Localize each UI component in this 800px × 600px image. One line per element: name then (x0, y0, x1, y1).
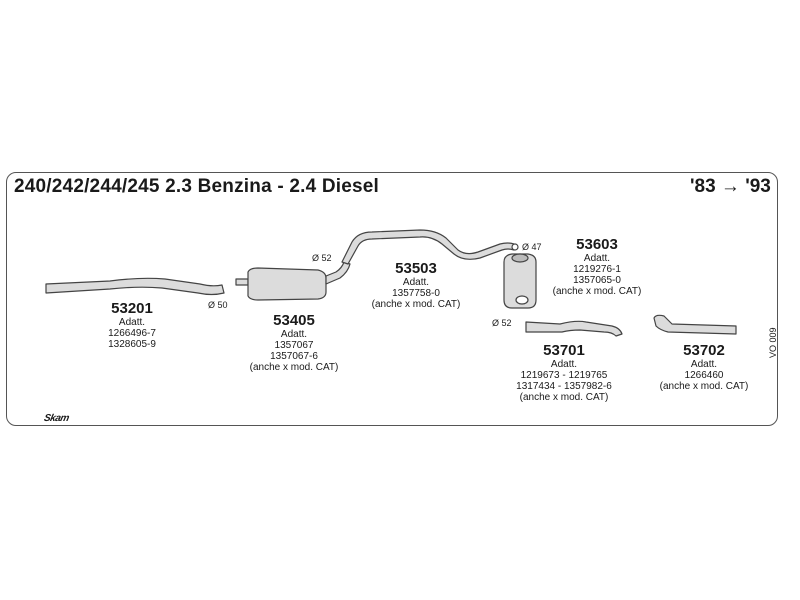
part-ref-line: (anche x mod. CAT) (659, 381, 749, 392)
part-ref-line: Adatt. (118, 317, 146, 328)
part-53503-pipe (341, 229, 515, 265)
part-53201-pipe (45, 277, 225, 296)
part-ref-line: 1357065-0 (573, 275, 621, 286)
part-ref-line: Adatt. (690, 359, 718, 370)
part-ref-line: Adatt. (402, 277, 430, 288)
part-ref-line: 1317434 - 1357982-6 (516, 381, 612, 392)
diagram-frame (6, 172, 778, 426)
diameter-47-label: Ø 47 (522, 242, 542, 252)
model-years: '83 → '93 (690, 176, 771, 197)
part-number: 53603 (576, 236, 618, 253)
part-ref-line: Adatt. (280, 329, 308, 340)
part-53603-label: 53603 Adatt. 1219276-1 1357065-0 (anche … (544, 236, 650, 297)
part-ref-line: Adatt. (550, 359, 578, 370)
part-53603-silencer (503, 253, 537, 309)
part-number: 53702 (683, 342, 725, 359)
part-53702-label: 53702 Adatt. 1266460 (anche x mod. CAT) (650, 342, 758, 392)
part-53603-outlet (515, 295, 529, 305)
part-ref-line: 1266496-7 (108, 328, 156, 339)
diameter-50-label: Ø 50 (208, 300, 228, 310)
part-number: 53405 (273, 312, 315, 329)
part-53701-label: 53701 Adatt. 1219673 - 1219765 1317434 -… (500, 342, 628, 403)
catalog-code: VO 009 (768, 327, 778, 358)
part-53405-label: 53405 Adatt. 1357067 1357067-6 (anche x … (242, 312, 346, 373)
part-53702-pipe (653, 314, 737, 335)
part-53503-flange (511, 243, 519, 251)
part-53405-inlet (235, 278, 249, 286)
part-ref-line: 1357758-0 (392, 288, 440, 299)
part-ref-line: 1357067 (274, 340, 314, 351)
part-53405-outlet (325, 261, 351, 285)
part-ref-line: (anche x mod. CAT) (519, 392, 609, 403)
part-53503-label: 53503 Adatt. 1357758-0 (anche x mod. CAT… (364, 260, 468, 310)
part-53603-inlet (511, 253, 529, 263)
brand-logo: Skam (42, 413, 70, 424)
part-ref-line: (anche x mod. CAT) (552, 286, 642, 297)
part-53701-pipe (525, 320, 623, 337)
part-ref-line: Adatt. (583, 253, 611, 264)
part-ref-line: 1219276-1 (573, 264, 621, 275)
part-53405-silencer (247, 267, 327, 301)
part-number: 53201 (111, 300, 153, 317)
diameter-52-label-upper: Ø 52 (312, 253, 332, 263)
part-number: 53503 (395, 260, 437, 277)
part-ref-line: 1328605-9 (108, 339, 156, 350)
part-number: 53701 (543, 342, 585, 359)
part-ref-line: 1357067-6 (270, 351, 318, 362)
diameter-52-label-lower: Ø 52 (492, 318, 512, 328)
part-ref-line: 1266460 (684, 370, 724, 381)
part-ref-line: (anche x mod. CAT) (371, 299, 461, 310)
diagram-title: 240/242/244/245 2.3 Benzina - 2.4 Diesel (14, 176, 380, 197)
part-53201-label: 53201 Adatt. 1266496-7 1328605-9 (92, 300, 172, 350)
part-ref-line: (anche x mod. CAT) (249, 362, 339, 373)
part-ref-line: 1219673 - 1219765 (520, 370, 608, 381)
